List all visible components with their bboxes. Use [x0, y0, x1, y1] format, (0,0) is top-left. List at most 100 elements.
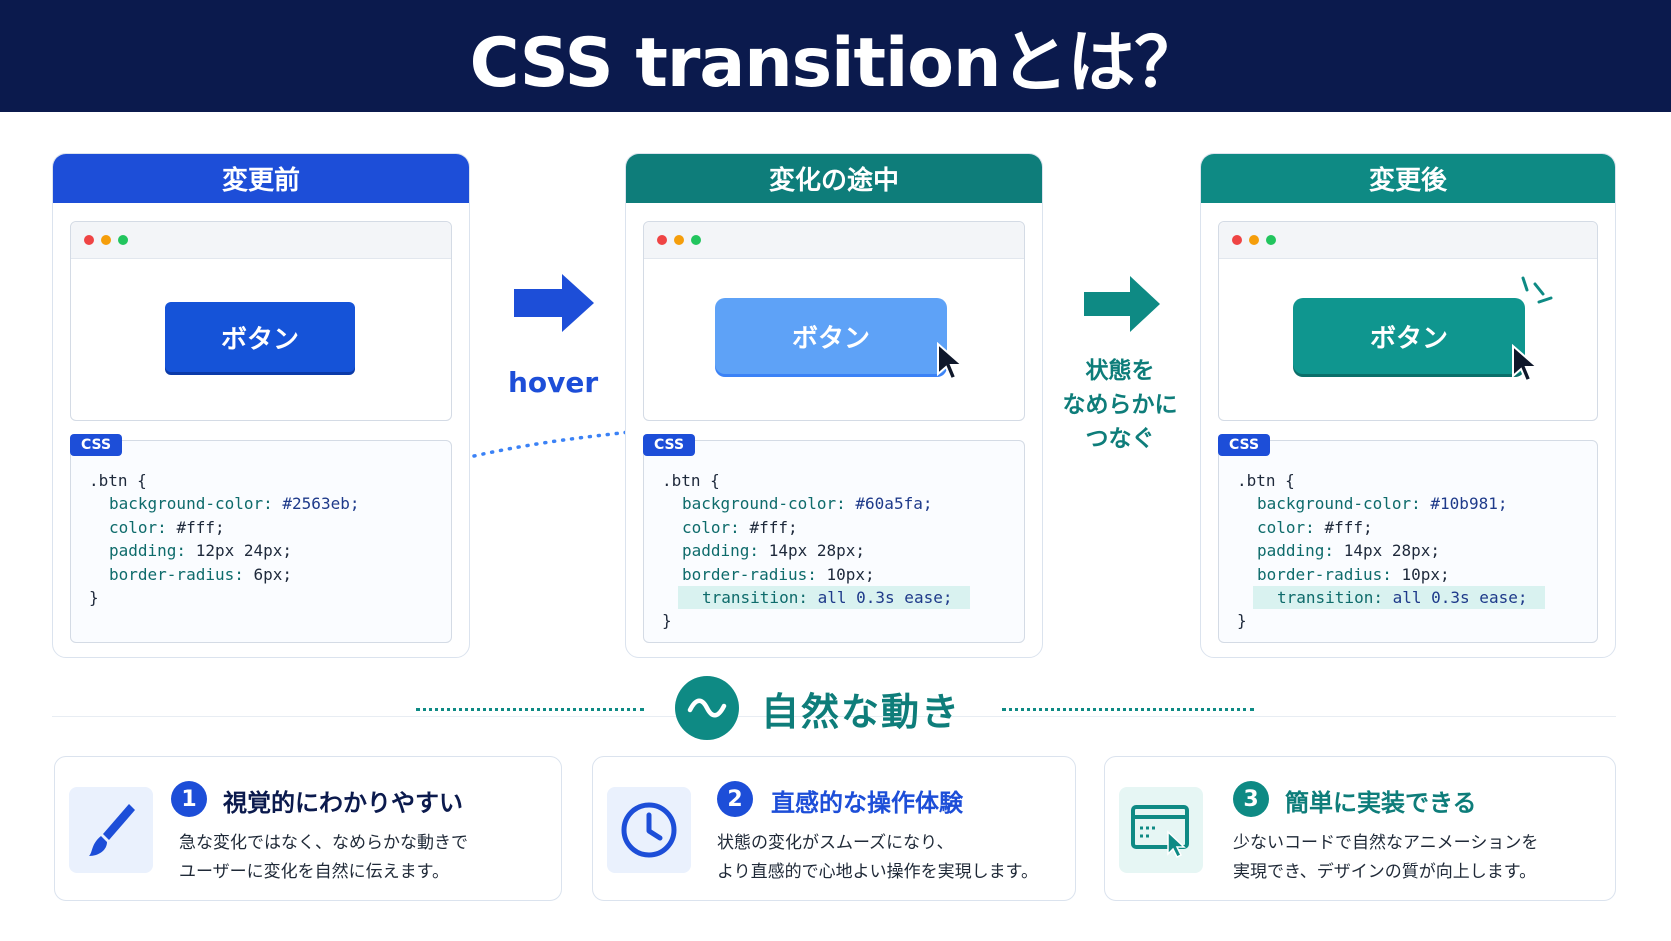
cursor-icon	[1512, 344, 1540, 383]
transition-label-line: 状態を	[1085, 358, 1155, 384]
browser-window: ボタン	[1218, 221, 1598, 421]
maximize-dot-icon	[118, 235, 128, 245]
demo-button-after[interactable]: ボタン	[1293, 298, 1525, 374]
code-prop: color:	[682, 517, 740, 537]
clock-icon	[607, 787, 691, 873]
code-prop: background-color:	[1257, 494, 1421, 514]
code-prop: background-color:	[682, 494, 846, 514]
code-prop: color:	[1257, 517, 1315, 537]
transition-label: 状態を なめらかに つなぐ	[1050, 354, 1190, 456]
code-prop: padding:	[109, 541, 187, 561]
css-badge: CSS	[643, 434, 695, 456]
code-prop: background-color:	[109, 494, 273, 514]
code-prop: color:	[109, 517, 167, 537]
demo-button-before[interactable]: ボタン	[165, 302, 355, 372]
feature-number: 3	[1233, 781, 1269, 817]
browser-window: ボタン	[70, 221, 452, 421]
code-value: #10b981;	[1430, 494, 1508, 514]
title-bar: CSS transitionとは？	[0, 0, 1671, 112]
minimize-dot-icon	[1249, 235, 1259, 245]
code-value: 10px;	[826, 564, 875, 584]
code-value: #fff;	[749, 517, 798, 537]
panel-during: 変化の途中 ボタン .btn { background-color: #60a5…	[625, 153, 1043, 658]
feature-title: 直感的な操作体験	[771, 789, 963, 817]
browser-titlebar	[71, 222, 451, 259]
section-title: 自然な動き	[761, 689, 962, 734]
code-selector: .btn {	[89, 471, 147, 490]
feature-desc-line: 状態の変化がスムーズになり、	[717, 833, 954, 853]
wave-icon	[675, 676, 739, 740]
code-value: 14px 28px;	[1343, 541, 1441, 561]
demo-button-during[interactable]: ボタン	[715, 298, 947, 374]
panel-heading: 変化の途中	[626, 154, 1042, 203]
click-burst-icon	[1521, 276, 1553, 304]
arrow-right-icon	[514, 274, 594, 332]
code-block: .btn { background-color: #2563eb; color:…	[70, 440, 452, 643]
code-block: .btn { background-color: #10b981; color:…	[1218, 440, 1598, 643]
feature-title: 簡単に実装できる	[1285, 789, 1477, 817]
close-dot-icon	[1232, 235, 1242, 245]
code-close-brace: }	[1237, 611, 1247, 631]
code-prop: transition:	[1277, 587, 1383, 607]
code-prop: border-radius:	[109, 564, 244, 584]
panel-heading: 変更後	[1201, 154, 1615, 203]
code-selector: .btn {	[1237, 471, 1295, 490]
dotted-rule-right	[1002, 708, 1254, 711]
paintbrush-icon	[69, 787, 153, 873]
panel-after: 変更後 ボタン .btn { background-color: #10b981…	[1200, 153, 1616, 658]
code-value: #fff;	[1324, 517, 1373, 537]
feature-number: 1	[171, 781, 207, 817]
code-value: 6px;	[253, 564, 293, 584]
code-prop: border-radius:	[1257, 564, 1392, 584]
close-dot-icon	[657, 235, 667, 245]
arrow-right-icon	[1084, 276, 1160, 332]
code-prop: padding:	[682, 541, 760, 561]
code-close-brace: }	[89, 587, 99, 607]
maximize-dot-icon	[1266, 235, 1276, 245]
feature-description: 少ないコードで自然なアニメーションを 実現でき、デザインの質が向上します。	[1233, 829, 1538, 887]
hover-label: hover	[508, 366, 599, 399]
panel-before: 変更前 ボタン .btn { background-color: #2563eb…	[52, 153, 470, 658]
feature-description: 急な変化ではなく、なめらかな動きで ユーザーに変化を自然に伝えます。	[179, 829, 468, 887]
code-prop: padding:	[1257, 541, 1335, 561]
code-prop: transition:	[702, 587, 808, 607]
code-value: all 0.3s ease;	[1392, 587, 1528, 607]
feature-desc-line: 少ないコードで自然なアニメーションを	[1233, 833, 1539, 853]
browser-window: ボタン	[643, 221, 1025, 421]
browser-titlebar	[1219, 222, 1597, 259]
code-value: 10px;	[1401, 564, 1450, 584]
css-badge: CSS	[1218, 434, 1270, 456]
section-heading: 自然な動き	[675, 676, 961, 740]
minimize-dot-icon	[674, 235, 684, 245]
code-value: 14px 28px;	[768, 541, 866, 561]
feature-desc-line: ユーザーに変化を自然に伝えます。	[179, 862, 449, 882]
panel-heading: 変更前	[53, 154, 469, 203]
section-rule	[52, 716, 1616, 717]
feature-desc-line: 実現でき、デザインの質が向上します。	[1233, 862, 1537, 882]
transition-label-line: つなぐ	[1085, 426, 1155, 452]
transition-label-line: なめらかに	[1062, 392, 1178, 418]
feature-card: 3 簡単に実装できる 少ないコードで自然なアニメーションを 実現でき、デザインの…	[1104, 756, 1616, 901]
feature-number: 2	[717, 781, 753, 817]
code-block: .btn { background-color: #60a5fa; color:…	[643, 440, 1025, 643]
code-value: #60a5fa;	[855, 494, 933, 514]
maximize-dot-icon	[691, 235, 701, 245]
close-dot-icon	[84, 235, 94, 245]
css-badge: CSS	[70, 434, 122, 456]
feature-desc-line: 急な変化ではなく、なめらかな動きで	[179, 833, 468, 853]
dotted-rule-left	[416, 708, 644, 711]
code-value: 12px 24px;	[195, 541, 293, 561]
browser-titlebar	[644, 222, 1024, 259]
page-title: CSS transitionとは？	[469, 23, 1203, 103]
code-prop: border-radius:	[682, 564, 817, 584]
browser-click-icon	[1119, 787, 1203, 873]
feature-title: 視覚的にわかりやすい	[223, 789, 463, 817]
feature-desc-line: より直感的で心地よい操作を実現します。	[717, 862, 1038, 882]
code-value: #fff;	[176, 517, 225, 537]
code-selector: .btn {	[662, 471, 720, 490]
code-value: all 0.3s ease;	[817, 587, 953, 607]
feature-card: 2 直感的な操作体験 状態の変化がスムーズになり、 より直感的で心地よい操作を実…	[592, 756, 1076, 901]
code-close-brace: }	[662, 611, 672, 631]
feature-card: 1 視覚的にわかりやすい 急な変化ではなく、なめらかな動きで ユーザーに変化を自…	[54, 756, 562, 901]
minimize-dot-icon	[101, 235, 111, 245]
